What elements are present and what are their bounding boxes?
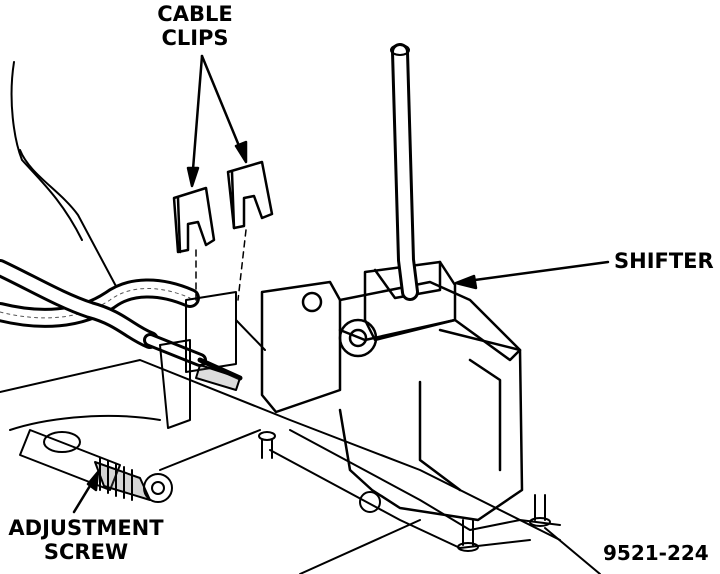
cable-bracket <box>159 291 266 429</box>
figure-number: 9521-224 <box>603 541 709 565</box>
mounting-studs <box>258 431 551 552</box>
adjustment-screw-leader <box>72 470 100 514</box>
clip-guide-lines <box>195 229 247 301</box>
adjustment-screw-assembly <box>19 429 261 503</box>
cable-clip-right <box>226 160 274 230</box>
cable-clips-label-line-1: CABLE <box>157 2 233 26</box>
cable-clips-label: CABLE CLIPS <box>143 2 247 50</box>
cable-clips-leaders <box>186 54 248 188</box>
adjustment-screw-label-line-2: SCREW <box>43 540 129 564</box>
adjustment-screw-label: ADJUSTMENT SCREW <box>2 516 170 564</box>
shift-lever <box>390 43 419 301</box>
adjustment-screw-label-line-1: ADJUSTMENT <box>8 516 164 540</box>
shifter-label: SHIFTER <box>614 249 714 273</box>
cable-clip-left <box>172 186 216 254</box>
base-plate <box>269 429 561 549</box>
cable-clips-label-line-2: CLIPS <box>161 26 229 50</box>
shifter-housing <box>260 260 524 522</box>
shift-cable <box>0 259 243 381</box>
floor-outline <box>0 61 601 574</box>
shifter-leader <box>454 260 610 290</box>
